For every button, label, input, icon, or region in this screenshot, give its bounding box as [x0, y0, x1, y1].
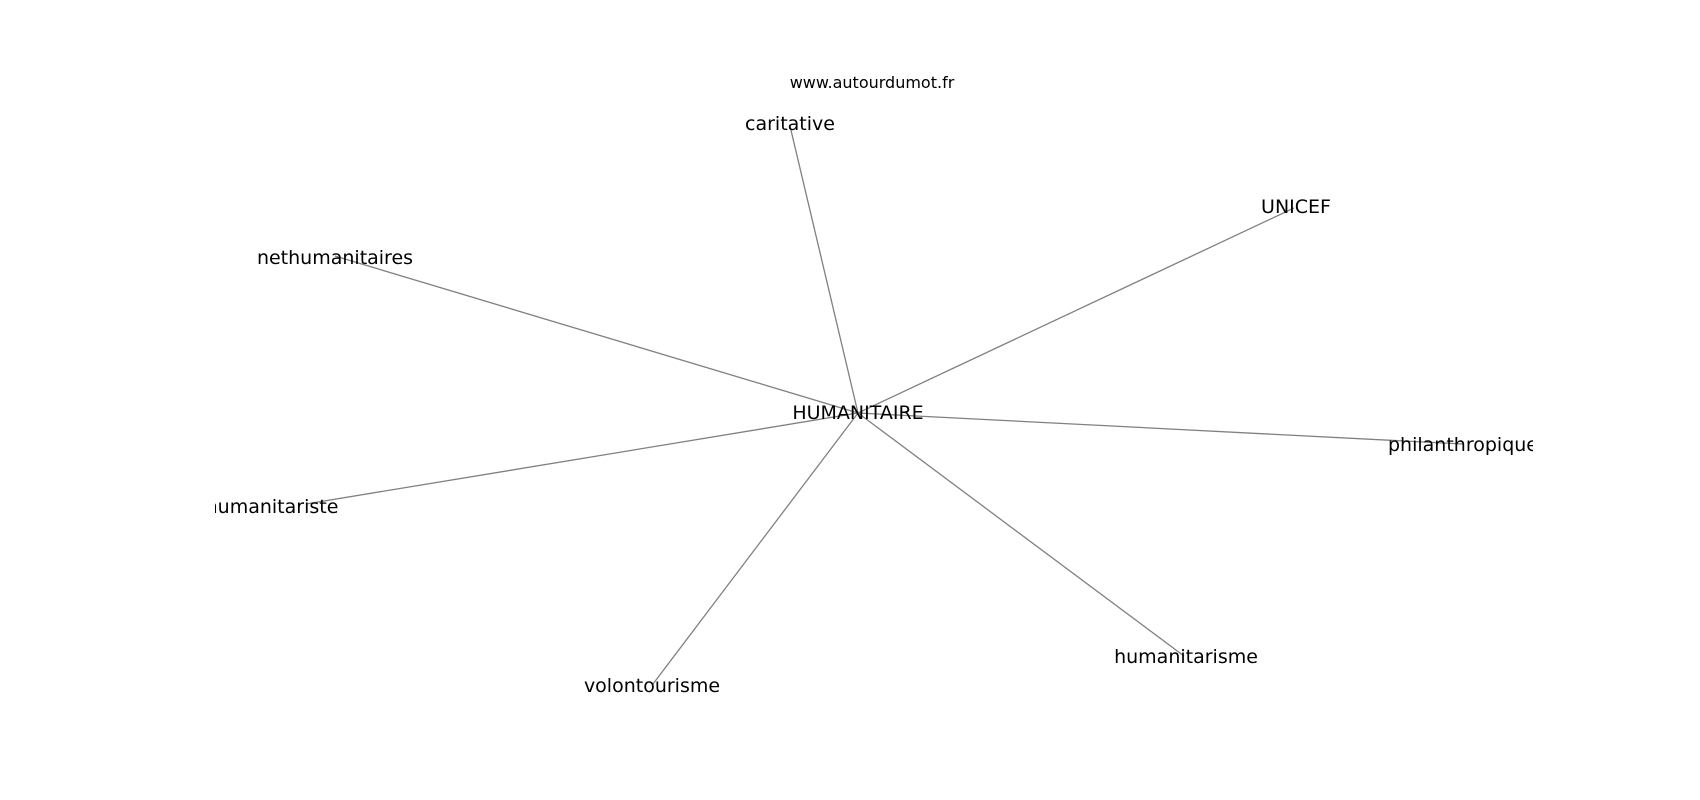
node-volontourisme: volontourisme	[584, 675, 720, 697]
node-unicef: UNICEF	[1261, 196, 1331, 218]
edge-volontourisme	[652, 412, 859, 685]
edge-humanitarisme	[857, 412, 1185, 657]
node-philanthropique: philanthropique	[1388, 434, 1538, 456]
node-humanitarisme: humanitarisme	[1114, 646, 1258, 668]
edge-philanthropique	[857, 412, 1464, 445]
labels-layer: www.autourdumot.fr HUMANITAIRE caritativ…	[206, 73, 1538, 697]
edge-humanitariste	[305, 412, 859, 505]
site-watermark: www.autourdumot.fr	[790, 73, 955, 92]
edge-unicef	[857, 207, 1295, 414]
node-humanitariste: humanitariste	[206, 496, 339, 518]
node-center: HUMANITAIRE	[792, 402, 923, 424]
node-caritative: caritative	[745, 113, 835, 135]
edges-layer	[305, 125, 1464, 685]
edge-caritative	[789, 125, 859, 414]
node-nethumanitaires: nethumanitaires	[257, 247, 413, 269]
edge-nethumanitaires	[334, 255, 859, 414]
